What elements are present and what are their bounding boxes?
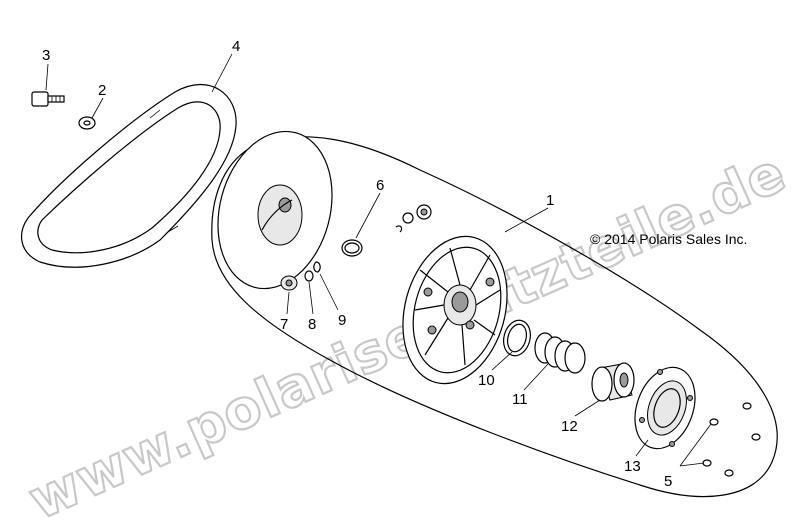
small-washer <box>304 270 314 282</box>
clutch-housing <box>211 136 778 498</box>
callout-12: 12 <box>561 418 578 435</box>
screws <box>702 402 761 477</box>
copyright-text: © 2014 Polaris Sales Inc. <box>590 231 747 247</box>
callout-8: 8 <box>308 316 316 333</box>
callout-7: 7 <box>280 316 288 333</box>
bushing <box>591 362 635 402</box>
washer <box>78 116 96 130</box>
bolt <box>31 91 65 107</box>
callout-2: 2 <box>98 82 106 99</box>
callout-13: 13 <box>624 458 641 475</box>
o-ring-10 <box>503 319 531 357</box>
callout-3: 3 <box>42 47 50 64</box>
callout-4: 4 <box>232 38 240 55</box>
drive-belt <box>21 83 237 268</box>
clip <box>313 261 321 273</box>
spring <box>534 332 586 374</box>
callout-9: 9 <box>338 312 346 329</box>
callout-11: 11 <box>512 391 528 408</box>
callout-labels: 3 2 4 6 1 7 8 9 10 11 12 13 5 <box>42 38 672 490</box>
outer-sheave <box>217 130 333 290</box>
callout-6: 6 <box>376 177 384 194</box>
movable-sheave <box>402 235 508 385</box>
leader-lines <box>45 53 712 467</box>
bearing-set <box>395 204 432 233</box>
cover-plate <box>634 366 696 450</box>
callout-1: 1 <box>546 192 554 209</box>
o-ring-6 <box>341 239 363 257</box>
callout-10: 10 <box>478 372 495 389</box>
callout-5: 5 <box>664 473 672 490</box>
spacer <box>280 275 298 291</box>
